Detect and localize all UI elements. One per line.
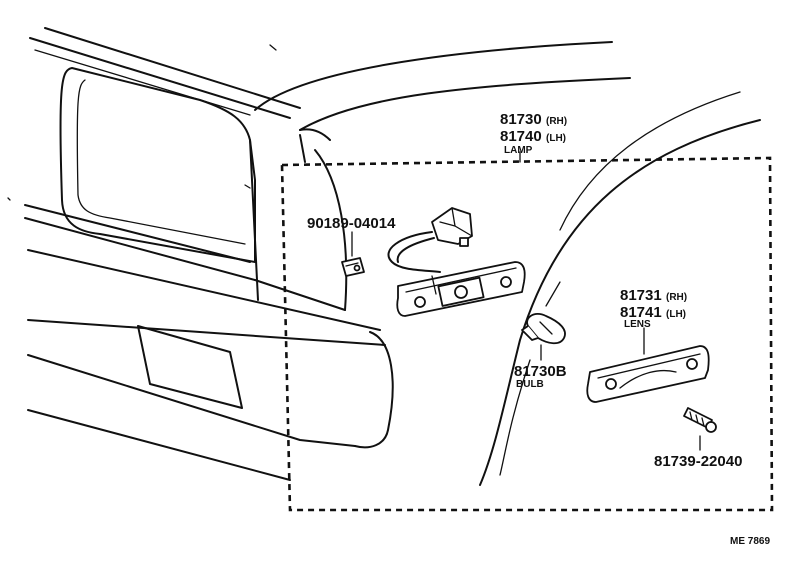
lens-suffix-rh: (RH) (666, 292, 687, 303)
wedge-bulb[interactable] (521, 313, 566, 345)
side-marker-lens[interactable] (586, 345, 710, 403)
bulb-part-number: 81730B (514, 363, 567, 380)
lamp-part-number-rh: 81730 (500, 111, 542, 128)
lens-part-number-rh: 81731 (620, 287, 662, 304)
side-marker-lamp-housing[interactable] (396, 261, 526, 317)
lamp-suffix-rh: (RH) (546, 116, 567, 127)
detail-boundary (280, 156, 774, 512)
lens-label: LENS (624, 319, 651, 330)
lens-part-number-lh: 81741 (620, 304, 662, 321)
vehicle-body (7, 27, 761, 486)
mounting-clip[interactable] (341, 257, 365, 277)
clip-part-number: 90189-04014 (307, 215, 396, 232)
screw-part-number: 81739-22040 (654, 453, 742, 470)
diagram-reference-number: ME 7869 (730, 536, 770, 547)
lamp-label: LAMP (504, 145, 533, 156)
bulb-label: BULB (516, 379, 544, 390)
lens-screw[interactable] (683, 407, 717, 433)
lamp-suffix-lh: (LH) (546, 133, 566, 144)
lamp-socket-connector[interactable] (387, 207, 473, 273)
bulb-insertion-line (545, 281, 561, 307)
lamp-part-number-lh: 81740 (500, 128, 542, 145)
lens-suffix-lh: (LH) (666, 309, 686, 320)
